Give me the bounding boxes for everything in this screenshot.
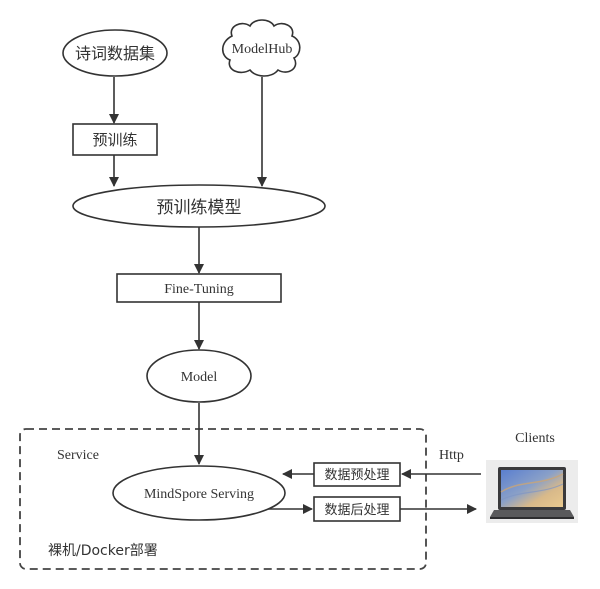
node-finetuning: Fine-Tuning bbox=[116, 273, 282, 303]
container-footer: 裸机/Docker部署 bbox=[48, 543, 158, 559]
node-postprocess: 数据后处理 bbox=[313, 496, 401, 522]
clients-label: Clients bbox=[515, 431, 555, 446]
node-dataset-label: 诗词数据集 bbox=[75, 44, 155, 63]
node-pretrain: 预训练 bbox=[72, 123, 158, 156]
node-modelhub: ModelHub bbox=[221, 19, 301, 77]
container-title: Service bbox=[57, 448, 99, 463]
node-postprocess-label: 数据后处理 bbox=[324, 503, 389, 518]
laptop-icon bbox=[486, 460, 578, 523]
node-modelhub-label: ModelHub bbox=[232, 42, 293, 57]
node-model-label: Model bbox=[181, 370, 218, 385]
protocol-label: Http bbox=[439, 448, 464, 463]
node-model: Model bbox=[146, 349, 252, 403]
node-preprocess: 数据预处理 bbox=[313, 462, 401, 487]
node-serving-label: MindSpore Serving bbox=[144, 487, 254, 502]
node-dataset: 诗词数据集 bbox=[62, 29, 168, 77]
node-pretrain-label: 预训练 bbox=[92, 131, 137, 149]
node-finetuning-label: Fine-Tuning bbox=[164, 282, 234, 297]
node-serving: MindSpore Serving bbox=[112, 465, 286, 521]
cloud-icon bbox=[221, 19, 301, 77]
service-container bbox=[19, 428, 427, 570]
node-preprocess-label: 数据预处理 bbox=[324, 468, 389, 483]
node-pretrained-model-label: 预训练模型 bbox=[157, 198, 242, 218]
node-pretrained-model: 预训练模型 bbox=[72, 184, 326, 228]
